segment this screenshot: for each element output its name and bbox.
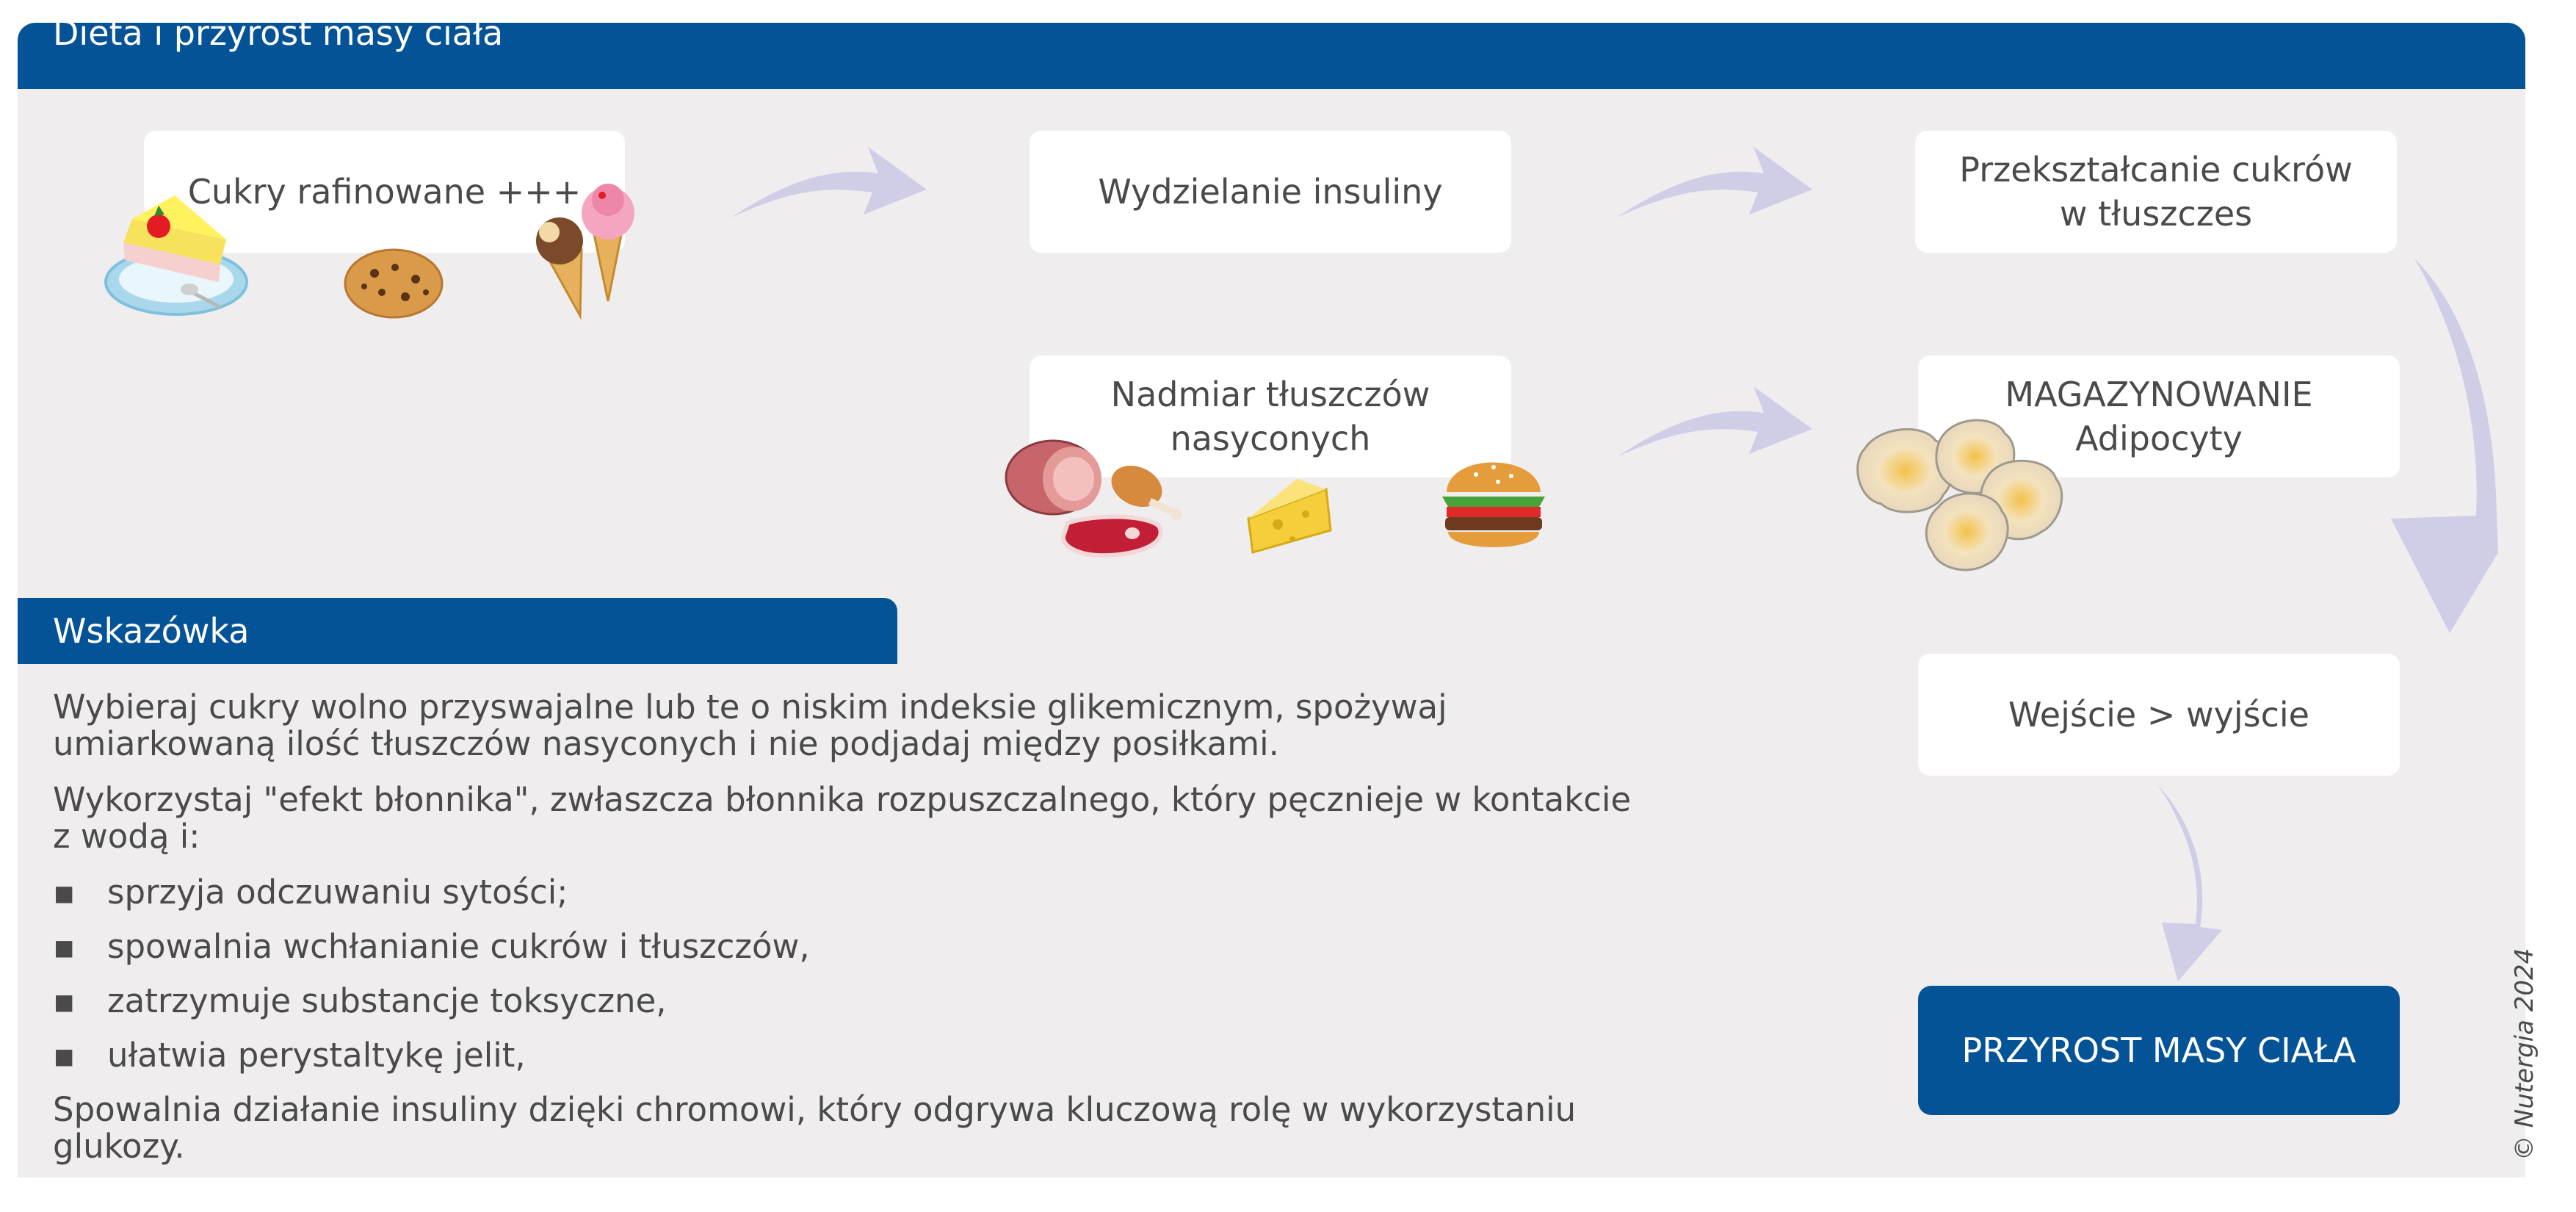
- tip-body: Wybieraj cukry wolno przyswajalne lub te…: [53, 689, 1654, 1184]
- box-sugar-conversion: Przekształcanie cukrów w tłuszczes: [1915, 131, 2397, 253]
- list-item: ▪ spowalnia wchłanianie cukrów i tłuszczó…: [53, 928, 1654, 965]
- ice-cream-icon: [536, 184, 634, 320]
- box-saturated-fats-line1: Nadmiar tłuszczów: [1110, 375, 1430, 414]
- box-weight-gain: PRZYROST MASY CIAŁA: [1918, 986, 2400, 1115]
- box-sugar-conversion-line2: w tłuszczes: [2059, 194, 2253, 234]
- copyright-text: © Nutergia 2024: [2510, 948, 2539, 1161]
- bullet-icon: ▪: [53, 927, 76, 966]
- tip-paragraph-2: Wykorzystaj "efekt błonnika", zwłaszcza …: [53, 780, 1632, 856]
- steak-icon: [1060, 514, 1163, 558]
- box-storage-line2: Adipocyty: [2075, 419, 2243, 458]
- box-input-output-label: Wejście > wyjście: [2008, 695, 2309, 735]
- box-storage-line1: MAGAZYNOWANIE: [2005, 375, 2313, 414]
- box-weight-gain-label: PRZYROST MASY CIAŁA: [1961, 1031, 2356, 1070]
- box-saturated-fats-line2: nasyconych: [1170, 419, 1371, 458]
- box-sugar-conversion-line1: Przekształcanie cukrów: [1959, 150, 2353, 190]
- tip-paragraph-1: Wybieraj cukry wolno przyswajalne lub te…: [53, 688, 1447, 763]
- arrow-icon: [731, 147, 927, 217]
- box-insulin-secretion: Wydzielanie insuliny: [1030, 131, 1511, 253]
- cake-icon: [104, 195, 248, 316]
- tip-title: Wskazówka: [53, 611, 250, 651]
- box-insulin-secretion-label: Wydzielanie insuliny: [1098, 172, 1443, 212]
- tip-header-bar: [18, 598, 897, 664]
- list-item-text: zatrzymuje substancje toksyczne,: [107, 981, 667, 1020]
- bullet-icon: ▪: [53, 873, 76, 912]
- arrow-icon: [2391, 259, 2498, 633]
- list-item: ▪ zatrzymuje substancje toksyczne,: [53, 983, 1654, 1020]
- header-bar: [18, 23, 2525, 89]
- ham-icon: [1005, 439, 1101, 516]
- list-item: ▪ ułatwia perystaltykę jelit,: [53, 1037, 1654, 1074]
- tip-paragraph-3: Spowalnia działanie insuliny dzięki chro…: [53, 1090, 1577, 1166]
- bullet-icon: ▪: [53, 981, 76, 1020]
- list-item-text: sprzyja odczuwaniu sytości;: [107, 873, 568, 912]
- list-item-text: spowalnia wchłanianie cukrów i tłuszczów…: [107, 927, 810, 966]
- cheese-icon: [1247, 479, 1332, 554]
- list-item: ▪ sprzyja odczuwaniu sytości;: [53, 874, 1654, 911]
- arrow-icon: [2157, 784, 2222, 981]
- burger-icon: [1442, 462, 1545, 547]
- chicken-leg-icon: [1111, 465, 1182, 520]
- tip-bullet-list: ▪ sprzyja odczuwaniu sytości; ▪ spowalnia …: [53, 874, 1654, 1074]
- arrow-icon: [1617, 386, 1812, 457]
- page-title: Dieta i przyrost masy ciała: [53, 13, 504, 53]
- arrow-icon: [1617, 147, 1812, 217]
- box-refined-sugars-label: Cukry rafinowane +++: [187, 172, 582, 212]
- adipocyte-cells-icon: [1856, 419, 2063, 571]
- list-item-text: ułatwia perystaltykę jelit,: [107, 1036, 526, 1075]
- box-saturated-fats: Nadmiar tłuszczów nasyconych: [1030, 356, 1511, 477]
- bullet-icon: ▪: [53, 1036, 76, 1075]
- box-input-output: Wejście > wyjście: [1918, 654, 2400, 776]
- cookie-icon: [344, 248, 444, 319]
